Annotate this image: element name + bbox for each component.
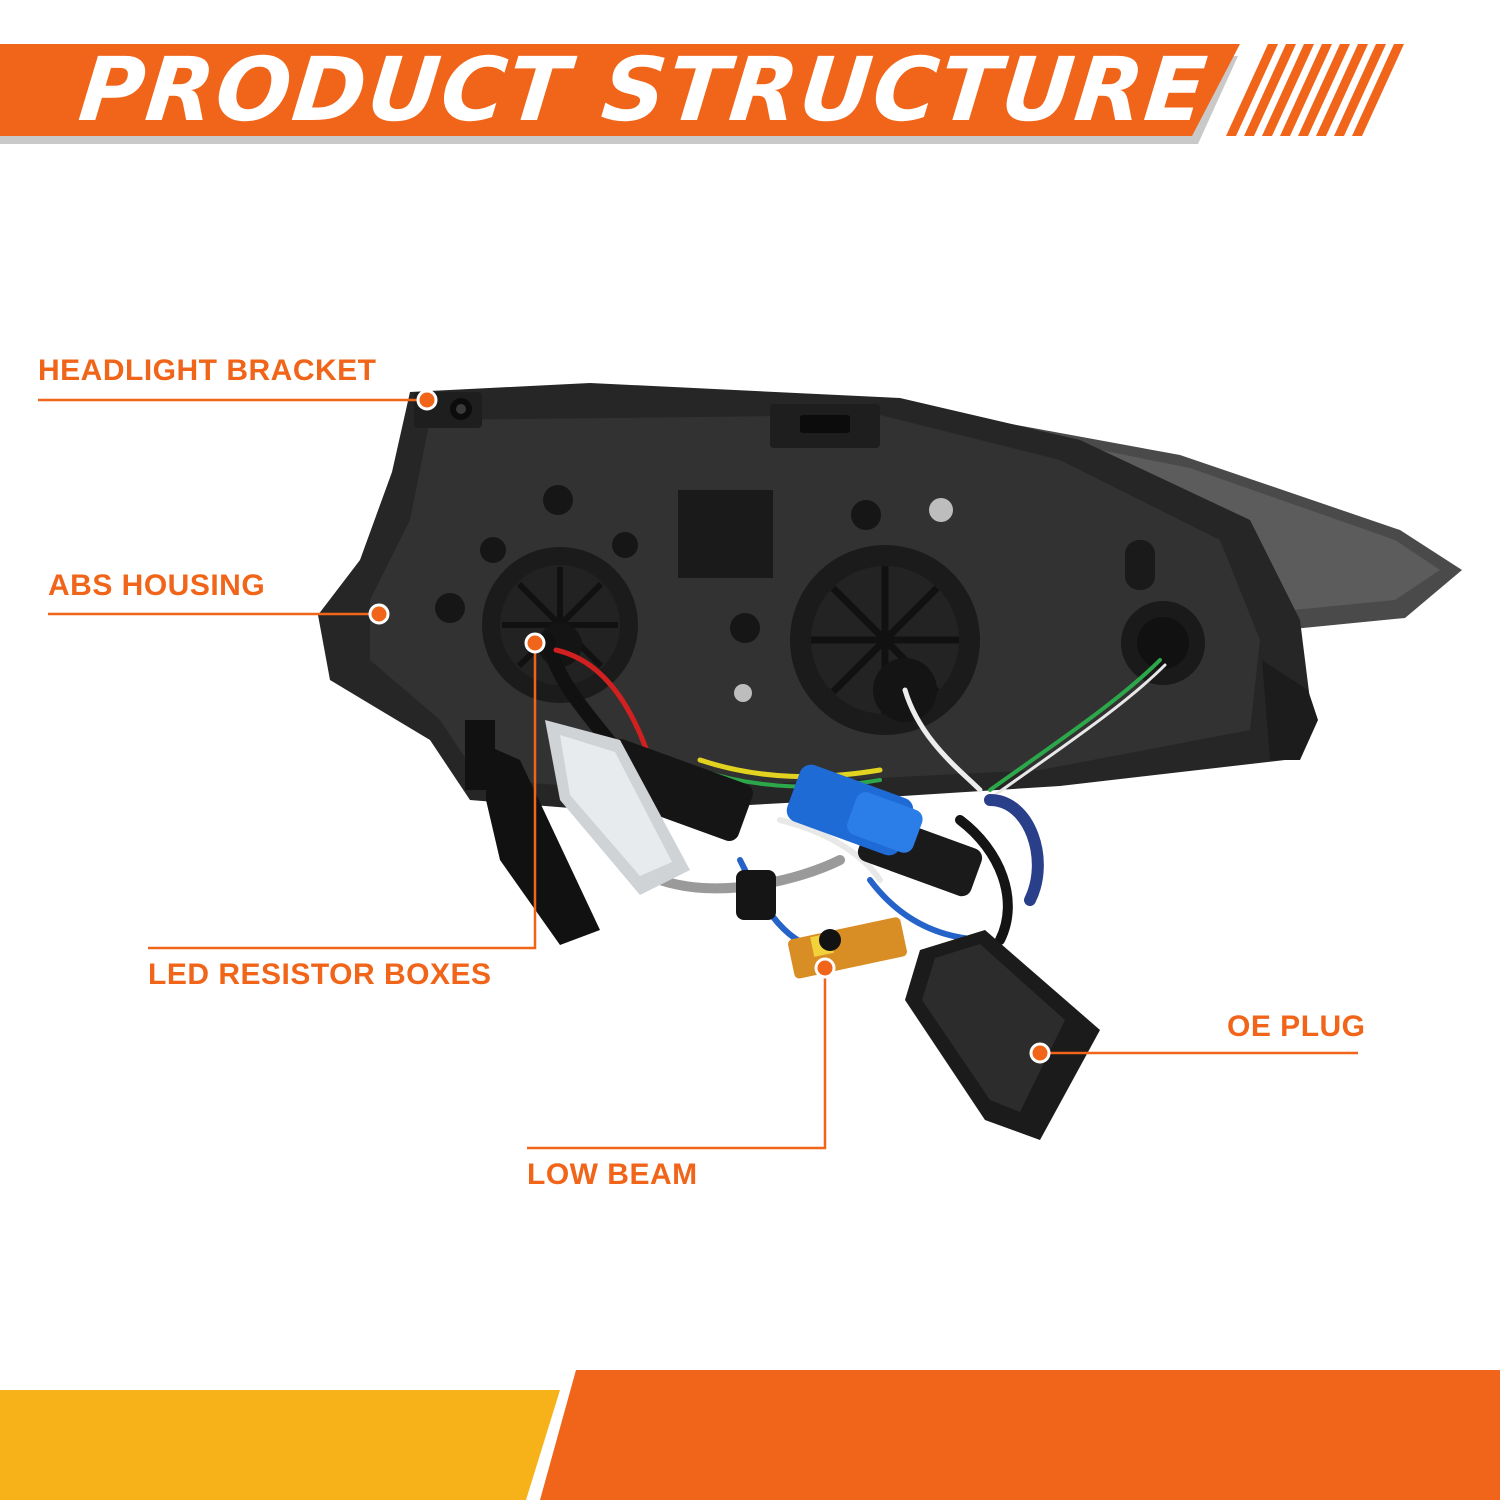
high-beam-module (790, 545, 980, 735)
dot-low-beam (814, 957, 836, 979)
housing-square-boss (678, 490, 773, 578)
signal-socket (1121, 540, 1205, 685)
dot-abs-housing (368, 603, 390, 625)
blue-connector (786, 764, 923, 856)
oe-plug (905, 930, 1100, 1140)
label-led-resistor-boxes: LED RESISTOR BOXES (148, 958, 492, 991)
label-headlight-bracket: HEADLIGHT BRACKET (38, 354, 377, 387)
callout-leaders (38, 398, 1358, 1150)
footer-orange-bar (540, 1370, 1500, 1500)
low-beam-resistor (788, 917, 907, 979)
label-abs-housing: ABS HOUSING (48, 569, 266, 602)
title-banner (0, 44, 1404, 144)
led-resistor-boxes (465, 720, 690, 945)
silver-screw (929, 498, 953, 522)
dot-oe-plug (1029, 1042, 1051, 1064)
leader-led-resistor-boxes (148, 643, 537, 950)
dot-led-resistor-boxes (524, 632, 546, 654)
banner-stripes-decoration (1226, 44, 1404, 136)
dot-headlight-bracket (416, 389, 438, 411)
footer-yellow-bar (0, 1390, 560, 1500)
banner-orange-bar (0, 44, 1240, 136)
label-low-beam: LOW BEAM (527, 1158, 698, 1191)
label-oe-plug: OE PLUG (1227, 1010, 1366, 1043)
leader-low-beam (527, 968, 827, 1150)
footer-bars (0, 1370, 1500, 1500)
housing-bolts (435, 485, 881, 643)
callout-dots (368, 389, 1051, 1064)
